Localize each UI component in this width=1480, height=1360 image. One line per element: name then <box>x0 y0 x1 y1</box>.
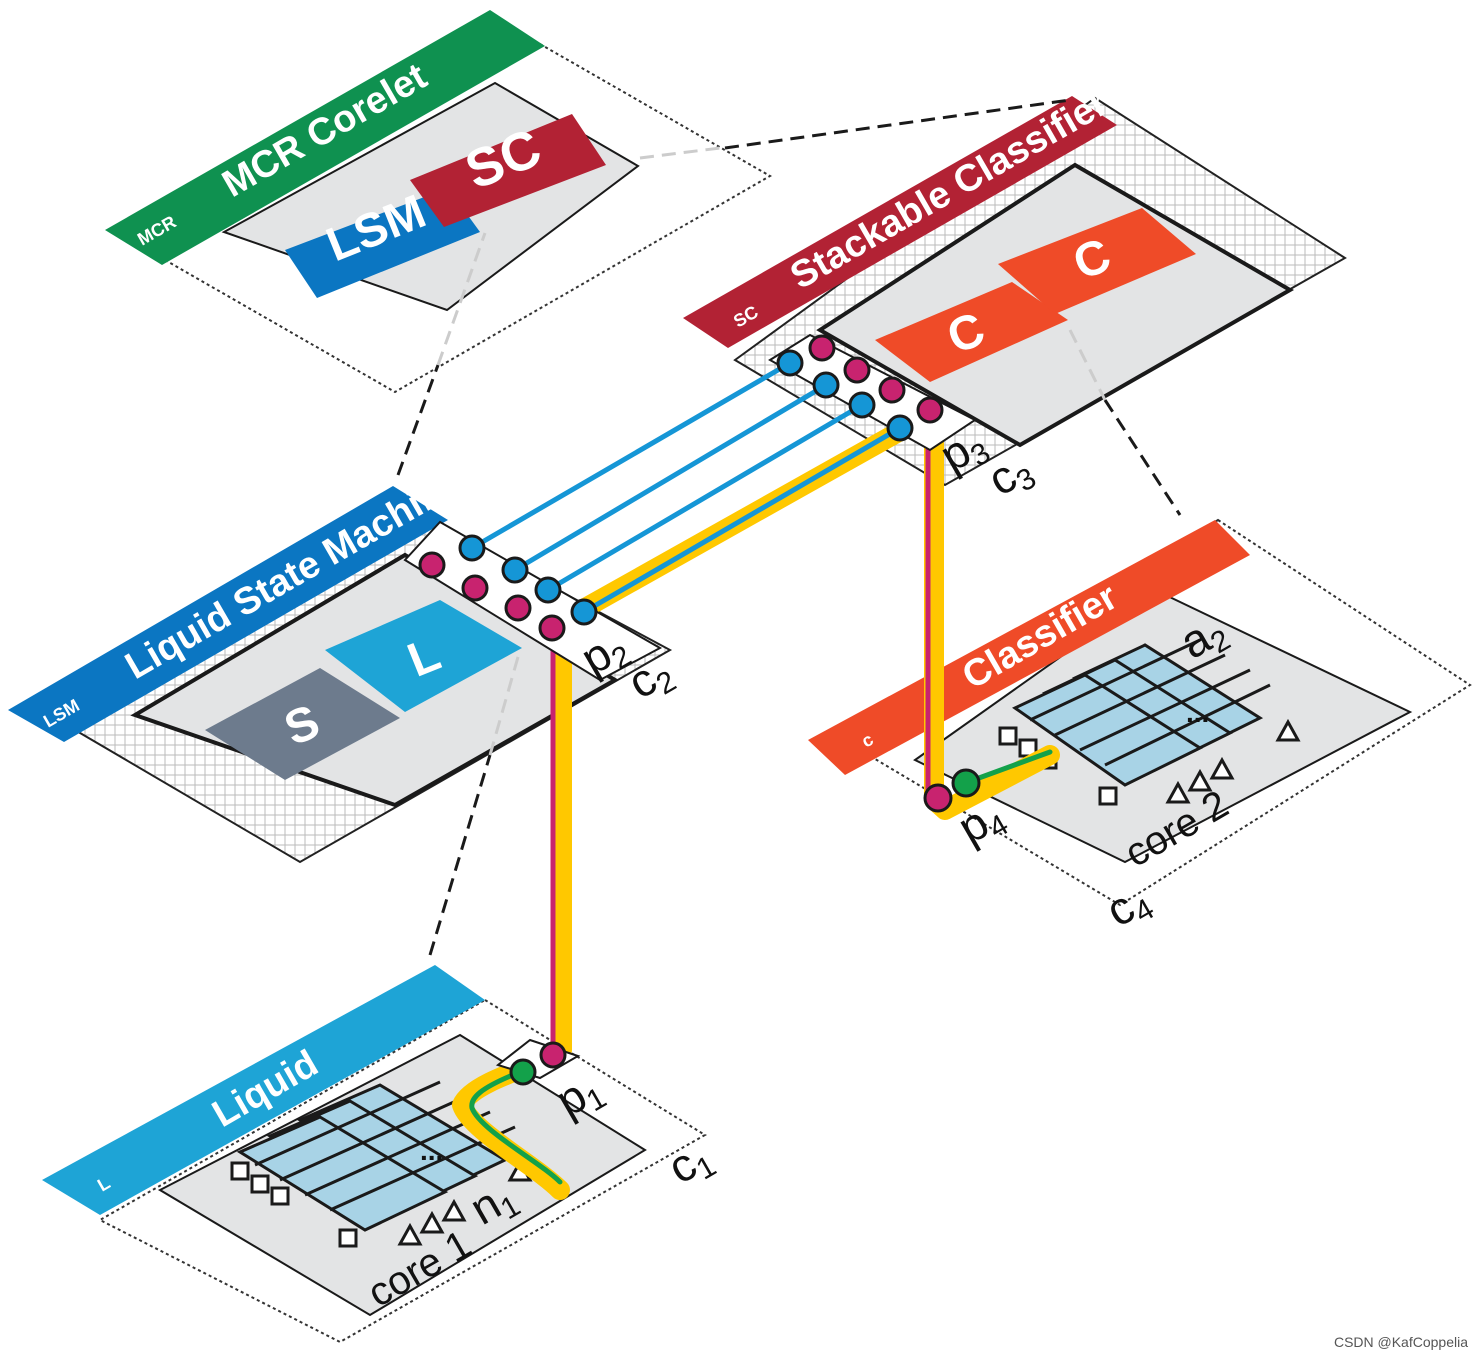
liquid-crossbar-ellipsis: ... <box>420 1135 443 1166</box>
stackable-classifier-corelet: C C SC Stackable Classifier <box>683 82 1347 487</box>
lsm-l-block <box>325 600 522 712</box>
port-pad-p3 <box>768 333 977 452</box>
classifier-crossbar-ellipsis: ... <box>1186 697 1209 728</box>
corelet-c4-label: c4 <box>1097 872 1160 941</box>
watermark: CSDN @KafCoppelia <box>1333 1334 1468 1350</box>
classifier-corelet: c Classifier ... core 2 a2 <box>808 518 1472 907</box>
port-pad-p4 <box>923 768 981 813</box>
port-pad-p1 <box>495 1038 581 1086</box>
liquid-corelet: L Liquid ... core 1 n1 <box>42 965 707 1344</box>
liquid-title-bar <box>42 965 485 1215</box>
mcr-corelet: LSM SC MCR MCR Corelet <box>105 10 773 394</box>
classifier-title-bar <box>808 520 1250 775</box>
mcr-title-bar <box>105 10 545 265</box>
sc-title-bar <box>683 96 1117 348</box>
mcr-sc-block <box>410 114 606 227</box>
mcr-lsm-block <box>285 188 480 298</box>
classifier-crossbar: ... <box>998 638 1301 806</box>
lsm-s-block <box>205 668 400 780</box>
liquid-crossbar: ... <box>230 1080 533 1248</box>
sc-c-block-1 <box>875 282 1068 382</box>
corelet-c1-label: c1 <box>659 1129 722 1198</box>
port-pad-p2 <box>403 520 663 682</box>
lsm-title-bar <box>8 486 448 742</box>
expansion-leaders <box>396 98 1182 956</box>
sc-c-block-2 <box>998 208 1196 314</box>
